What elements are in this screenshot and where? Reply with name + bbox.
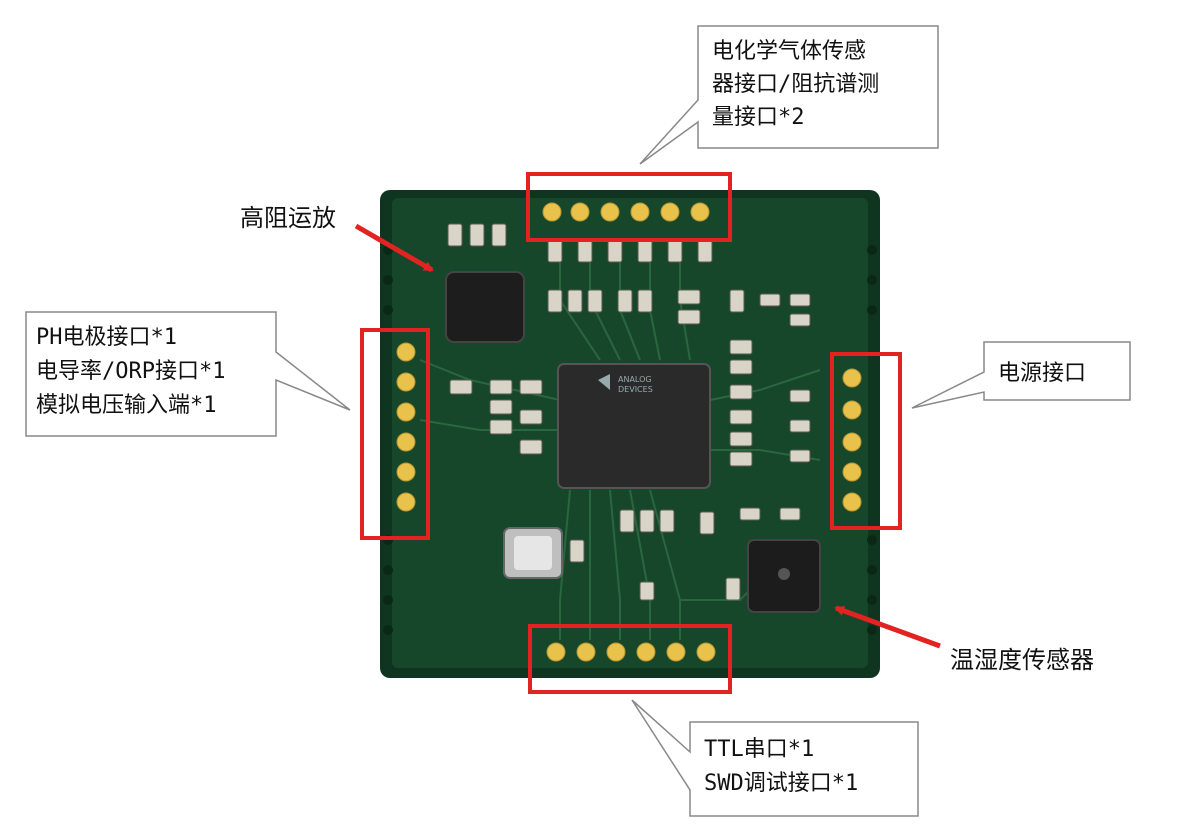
crystal-component xyxy=(503,527,563,579)
callout-ttl-line-2: SWD调试接口*1 xyxy=(704,771,858,796)
callout-ph-line-3: 模拟电压输入端*1 xyxy=(36,393,217,418)
highlight-left xyxy=(360,328,430,540)
opamp-arrow xyxy=(354,223,434,273)
highlight-top xyxy=(526,172,732,242)
humidity-sensor-chip xyxy=(747,539,821,613)
svg-text:DEVICES: DEVICES xyxy=(618,385,653,394)
top-connector-pads xyxy=(542,202,710,222)
callout-ttl: TTL串口*1 SWD调试接口*1 xyxy=(631,699,919,817)
callout-electrochem-line-1: 电化学气体传感 xyxy=(712,39,866,64)
main-chip: ANALOG DEVICES xyxy=(557,363,711,489)
highlight-bottom xyxy=(528,624,732,694)
opamp-label: 高阻运放 xyxy=(240,204,336,232)
humidity-arrow xyxy=(834,605,941,649)
opamp-chip xyxy=(445,271,525,343)
humidity-label-group: 温湿度传感器 xyxy=(834,605,1094,674)
bottom-connector-pads xyxy=(546,642,716,662)
callout-ttl-line-1: TTL串口*1 xyxy=(704,737,814,762)
callout-electrochem: 电化学气体传感 器接口/阻抗谱测 量接口*2 xyxy=(639,25,939,165)
callout-electrochem-line-3: 量接口*2 xyxy=(712,105,805,130)
callout-ph-line-1: PH电极接口*1 xyxy=(36,325,177,350)
humidity-label: 温湿度传感器 xyxy=(950,646,1094,674)
callout-power-line-1: 电源接口 xyxy=(998,361,1086,386)
callout-electrochem-line-2: 器接口/阻抗谱测 xyxy=(712,72,879,97)
right-connector-pads xyxy=(842,368,862,512)
smd-components xyxy=(447,223,811,601)
highlight-right xyxy=(830,352,902,530)
left-connector-pads xyxy=(396,342,416,512)
callout-ph-line-2: 电导率/ORP接口*1 xyxy=(36,359,225,384)
svg-text:ANALOG: ANALOG xyxy=(618,375,652,384)
callout-ph: PH电极接口*1 电导率/ORP接口*1 模拟电压输入端*1 xyxy=(25,311,351,437)
opamp-label-group: 高阻运放 xyxy=(240,204,434,273)
callout-power: 电源接口 xyxy=(911,341,1131,409)
highlight-boxes xyxy=(360,172,902,694)
